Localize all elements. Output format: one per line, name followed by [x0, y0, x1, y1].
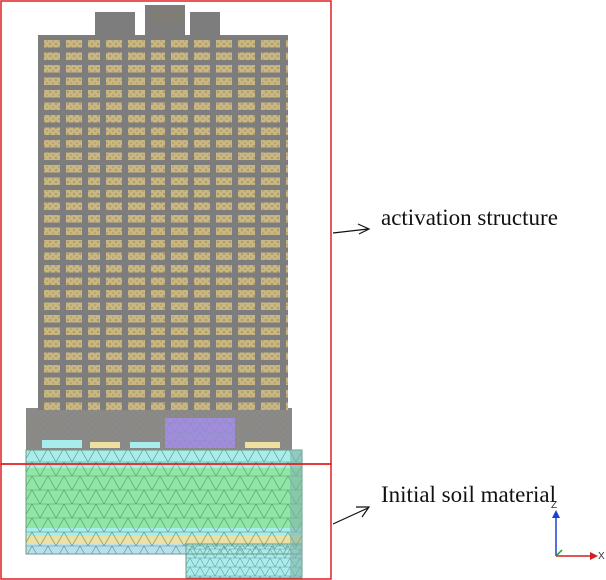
axis-triad — [552, 510, 598, 560]
axis-z-label: Z — [551, 500, 558, 511]
floor-slab — [38, 197, 288, 203]
floor-slab — [38, 272, 288, 278]
column — [122, 35, 128, 410]
floor-slab — [38, 85, 288, 90]
soil-arrow — [332, 506, 371, 525]
column — [280, 35, 286, 410]
floor-slab — [38, 335, 288, 340]
floor-slab — [38, 260, 288, 265]
floor-slab — [38, 147, 288, 153]
soil-right-face — [290, 450, 302, 578]
floor-slab — [38, 72, 288, 78]
tower-structure — [38, 5, 288, 410]
floor-slab — [38, 185, 288, 190]
roof-top-bar-left — [95, 12, 135, 37]
floor-slab — [38, 122, 288, 128]
floor-slab — [38, 297, 288, 303]
soil-highlight-box — [0, 463, 332, 580]
roof-top-bar-right — [190, 12, 220, 37]
floor-slab — [38, 172, 288, 178]
floor-slab — [38, 97, 288, 103]
floor-slab — [38, 397, 288, 403]
soil-label: Initial soil material — [381, 482, 557, 507]
floor-slab — [38, 135, 288, 140]
floor-slab — [38, 285, 288, 290]
column — [38, 35, 44, 410]
floor-slab — [38, 110, 288, 115]
floor-slab — [38, 310, 288, 315]
axis-x-label: X — [598, 551, 605, 562]
structure-arrow — [332, 223, 371, 235]
floor-slab — [38, 235, 288, 240]
floor-slabs — [38, 35, 288, 403]
column — [255, 35, 261, 410]
column — [210, 35, 216, 410]
floor-slab — [38, 322, 288, 328]
column — [100, 35, 106, 410]
floor-slab — [38, 222, 288, 228]
floor-slab — [38, 60, 288, 65]
floor-slab — [38, 247, 288, 253]
column — [145, 35, 151, 410]
column — [165, 35, 171, 410]
floor-slab — [38, 385, 288, 390]
column — [82, 35, 88, 410]
floor-slab — [38, 360, 288, 365]
floor-slab — [38, 347, 288, 353]
floor-slab — [38, 47, 288, 53]
podium — [26, 408, 292, 450]
floor-slab — [38, 160, 288, 165]
floor-slab — [38, 35, 288, 40]
floor-slab — [38, 210, 288, 215]
soil-block — [25, 449, 303, 579]
column — [188, 35, 194, 410]
structure-label: activation structure — [381, 205, 558, 230]
columns — [38, 35, 286, 410]
column — [232, 35, 238, 410]
column — [60, 35, 66, 410]
floor-slab — [38, 372, 288, 378]
